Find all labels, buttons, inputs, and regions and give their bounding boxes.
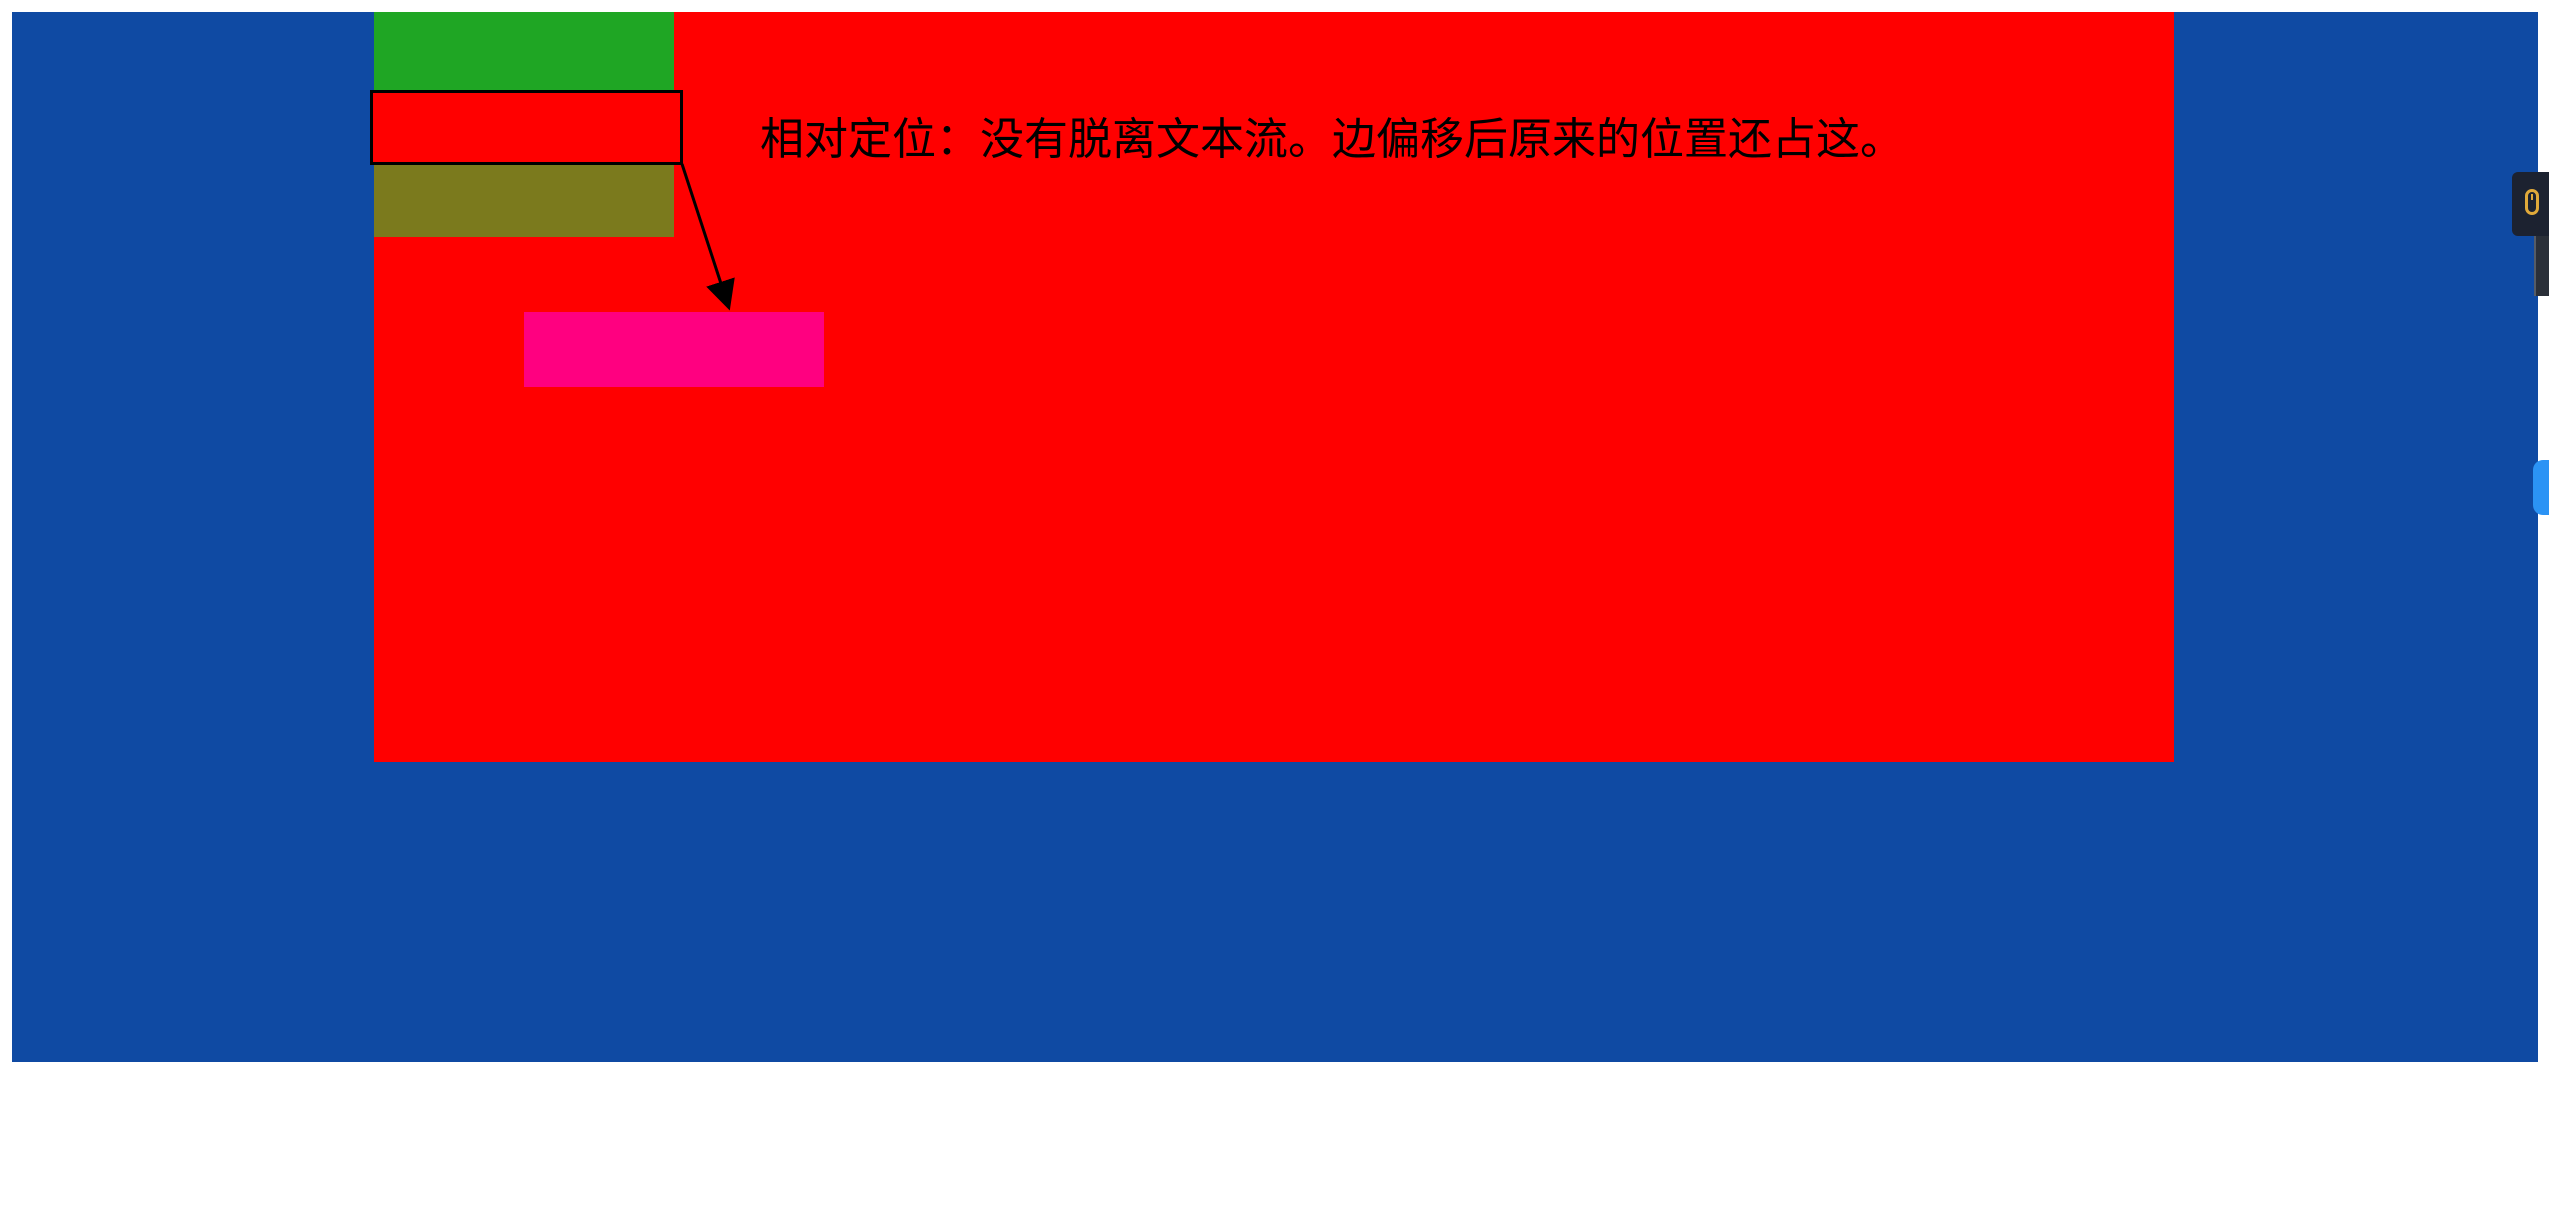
side-strip[interactable]: [2534, 236, 2549, 296]
side-tab[interactable]: [2533, 460, 2549, 515]
relative-positioned-box: [524, 312, 824, 387]
parent-box: 相对定位：没有脱离文本流。边偏移后原来的位置还占这。: [370, 12, 2174, 762]
side-widget[interactable]: [2512, 172, 2549, 236]
caption-text: 相对定位：没有脱离文本流。边偏移后原来的位置还占这。: [760, 114, 1904, 165]
mouse-icon: [2525, 189, 2539, 215]
original-position-outline: [370, 90, 683, 165]
outer-container: 相对定位：没有脱离文本流。边偏移后原来的位置还占这。: [12, 12, 2538, 1062]
olive-box: [374, 162, 674, 237]
